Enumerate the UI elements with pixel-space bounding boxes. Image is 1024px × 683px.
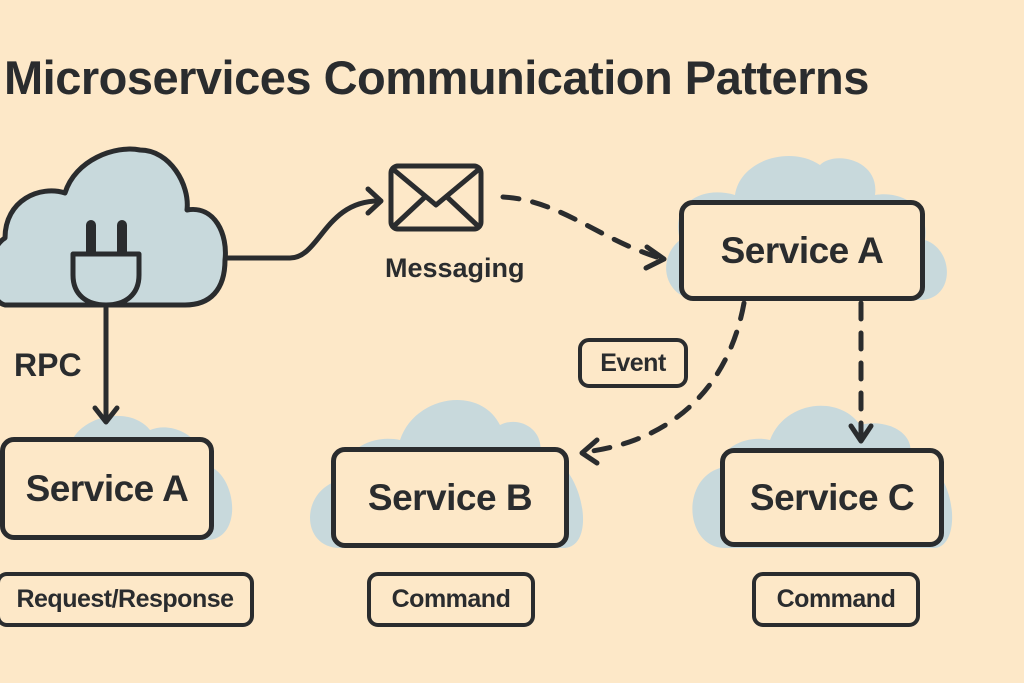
- arrowhead-icon: [848, 423, 874, 444]
- arrowhead-icon: [643, 244, 667, 271]
- service-a-top-box: Service A: [679, 200, 925, 301]
- service-c-box: Service C: [720, 448, 944, 547]
- command-right-label: Command: [776, 585, 896, 613]
- request-response-tag: Request/Response: [0, 572, 254, 627]
- envelope-icon: [388, 163, 484, 232]
- service-c-label: Service C: [749, 476, 915, 518]
- arrowhead-icon: [579, 437, 600, 466]
- connector-to-messaging: [223, 198, 383, 261]
- command-middle-label: Command: [391, 585, 511, 613]
- command-tag-middle: Command: [367, 572, 535, 627]
- diagram-title: Microservices Communication Patterns: [4, 51, 869, 104]
- connector-messaging-to-service-a: [500, 194, 663, 261]
- arrowhead-icon: [365, 186, 384, 216]
- rpc-label: RPC: [14, 347, 82, 383]
- plug-cloud: [0, 146, 228, 308]
- request-response-label: Request/Response: [16, 585, 234, 613]
- service-a-bottom-box: Service A: [0, 437, 214, 540]
- connector-event: [582, 300, 747, 455]
- service-b-label: Service B: [367, 476, 533, 518]
- plug-icon: [70, 220, 142, 308]
- command-tag-right: Command: [752, 572, 920, 627]
- service-a-bottom-label: Service A: [25, 467, 189, 509]
- service-b-box: Service B: [331, 447, 569, 548]
- service-a-top-label: Service A: [720, 229, 884, 271]
- messaging-label: Messaging: [385, 253, 525, 283]
- event-tag-label: Event: [600, 348, 666, 377]
- event-tag: Event: [578, 338, 688, 388]
- arrowhead-icon: [92, 405, 120, 425]
